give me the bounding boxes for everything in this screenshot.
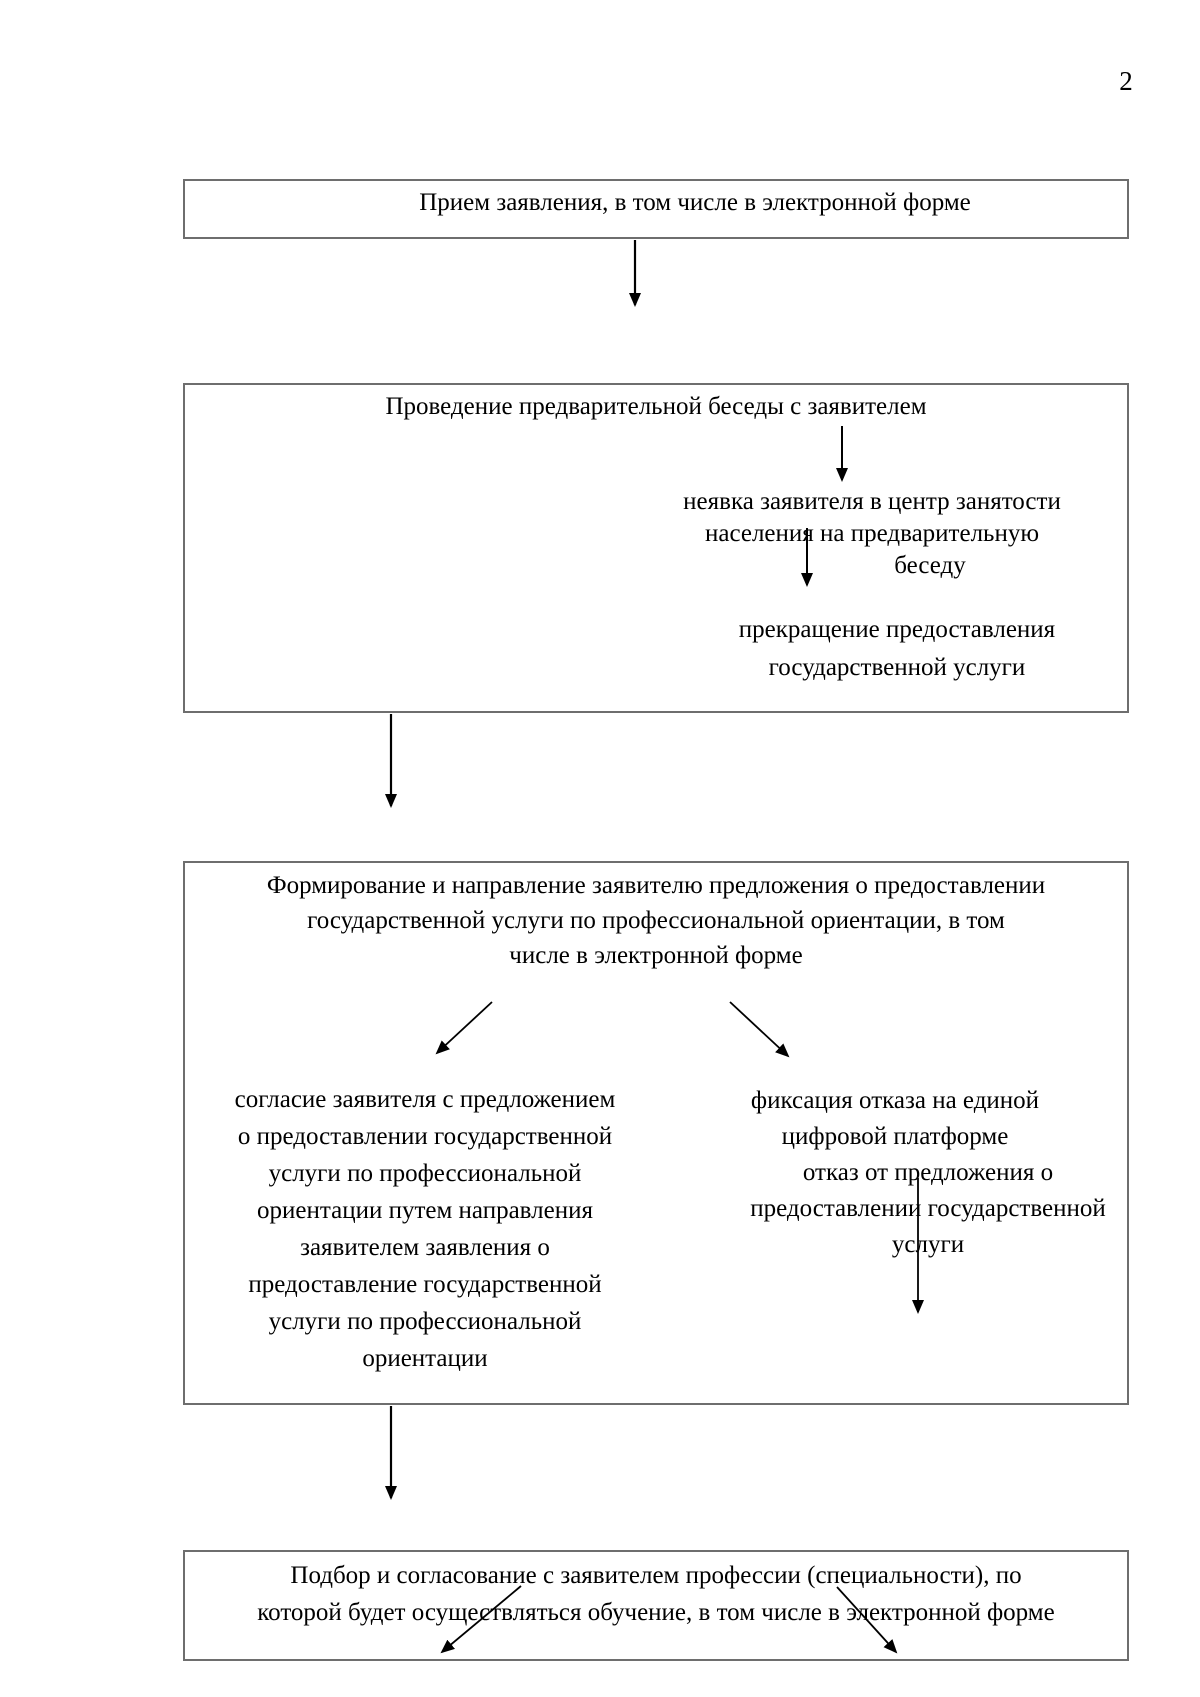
profession-selection-line: которой будет осуществляться обучение, в… [257,1599,1055,1626]
refusal-platform-line: фиксация отказа на единой [750,1087,1040,1114]
no-show-note: неявка заявителя в центр занятости насел… [622,486,1122,582]
refusal-decline-line: услуги [891,1231,965,1258]
consent-line: услуги по профессиональной [268,1308,582,1335]
consent-line: ориентации [362,1345,488,1372]
consent-line: о предоставлении государственной [237,1123,613,1150]
consent-line: ориентации путем направления [257,1197,593,1224]
profession-selection-line: Подбор и согласование с заявителем профе… [290,1562,1022,1589]
consent-line: заявителем заявления о [300,1234,550,1261]
page-number: 2 [1119,66,1133,96]
consent-line: согласие заявителя с предложением [234,1086,616,1113]
service-termination-line: государственной услуги [768,654,1026,681]
consent-branch-note: согласие заявителя с предложением о пред… [186,1081,664,1377]
box-preliminary-interview-title: Проведение предварительной беседы с заяв… [385,393,927,420]
refusal-decline-line: предоставлении государственной [750,1195,1106,1222]
service-termination-note: прекращение предоставления государственн… [647,611,1147,687]
proposal-title-line: государственной услуги по профессиональн… [307,907,1005,934]
box-application-intake: Прием заявления, в том числе в электронн… [183,179,1129,239]
no-show-line: населения на предварительную [704,520,1040,547]
box-profession-selection-text: Подбор и согласование с заявителем профе… [185,1557,1127,1631]
consent-line: услуги по профессиональной [268,1160,582,1187]
box-application-intake-text: Прием заявления, в том числе в электронн… [419,189,971,216]
proposal-title-line: Формирование и направление заявителю пре… [266,872,1046,899]
box-proposal-formation-title: Формирование и направление заявителю пре… [185,868,1127,973]
box-proposal-formation: Формирование и направление заявителю пре… [183,861,1129,1405]
no-show-line: неявка заявителя в центр занятости [683,488,1061,515]
refusal-decline-line: отказ от предложения о [802,1159,1054,1186]
box-profession-selection: Подбор и согласование с заявителем профе… [183,1550,1129,1661]
no-show-line: беседу [894,552,966,579]
proposal-title-line: числе в электронной форме [509,942,803,969]
service-termination-line: прекращение предоставления [738,616,1056,643]
consent-line: предоставление государственной [248,1271,602,1298]
refusal-platform-line: цифровой платформе [781,1123,1009,1150]
refusal-decline-note: отказ от предложения о предоставлении го… [678,1155,1178,1263]
box-preliminary-interview: Проведение предварительной беседы с заяв… [183,383,1129,713]
refusal-platform-note: фиксация отказа на единой цифровой платф… [645,1083,1145,1155]
